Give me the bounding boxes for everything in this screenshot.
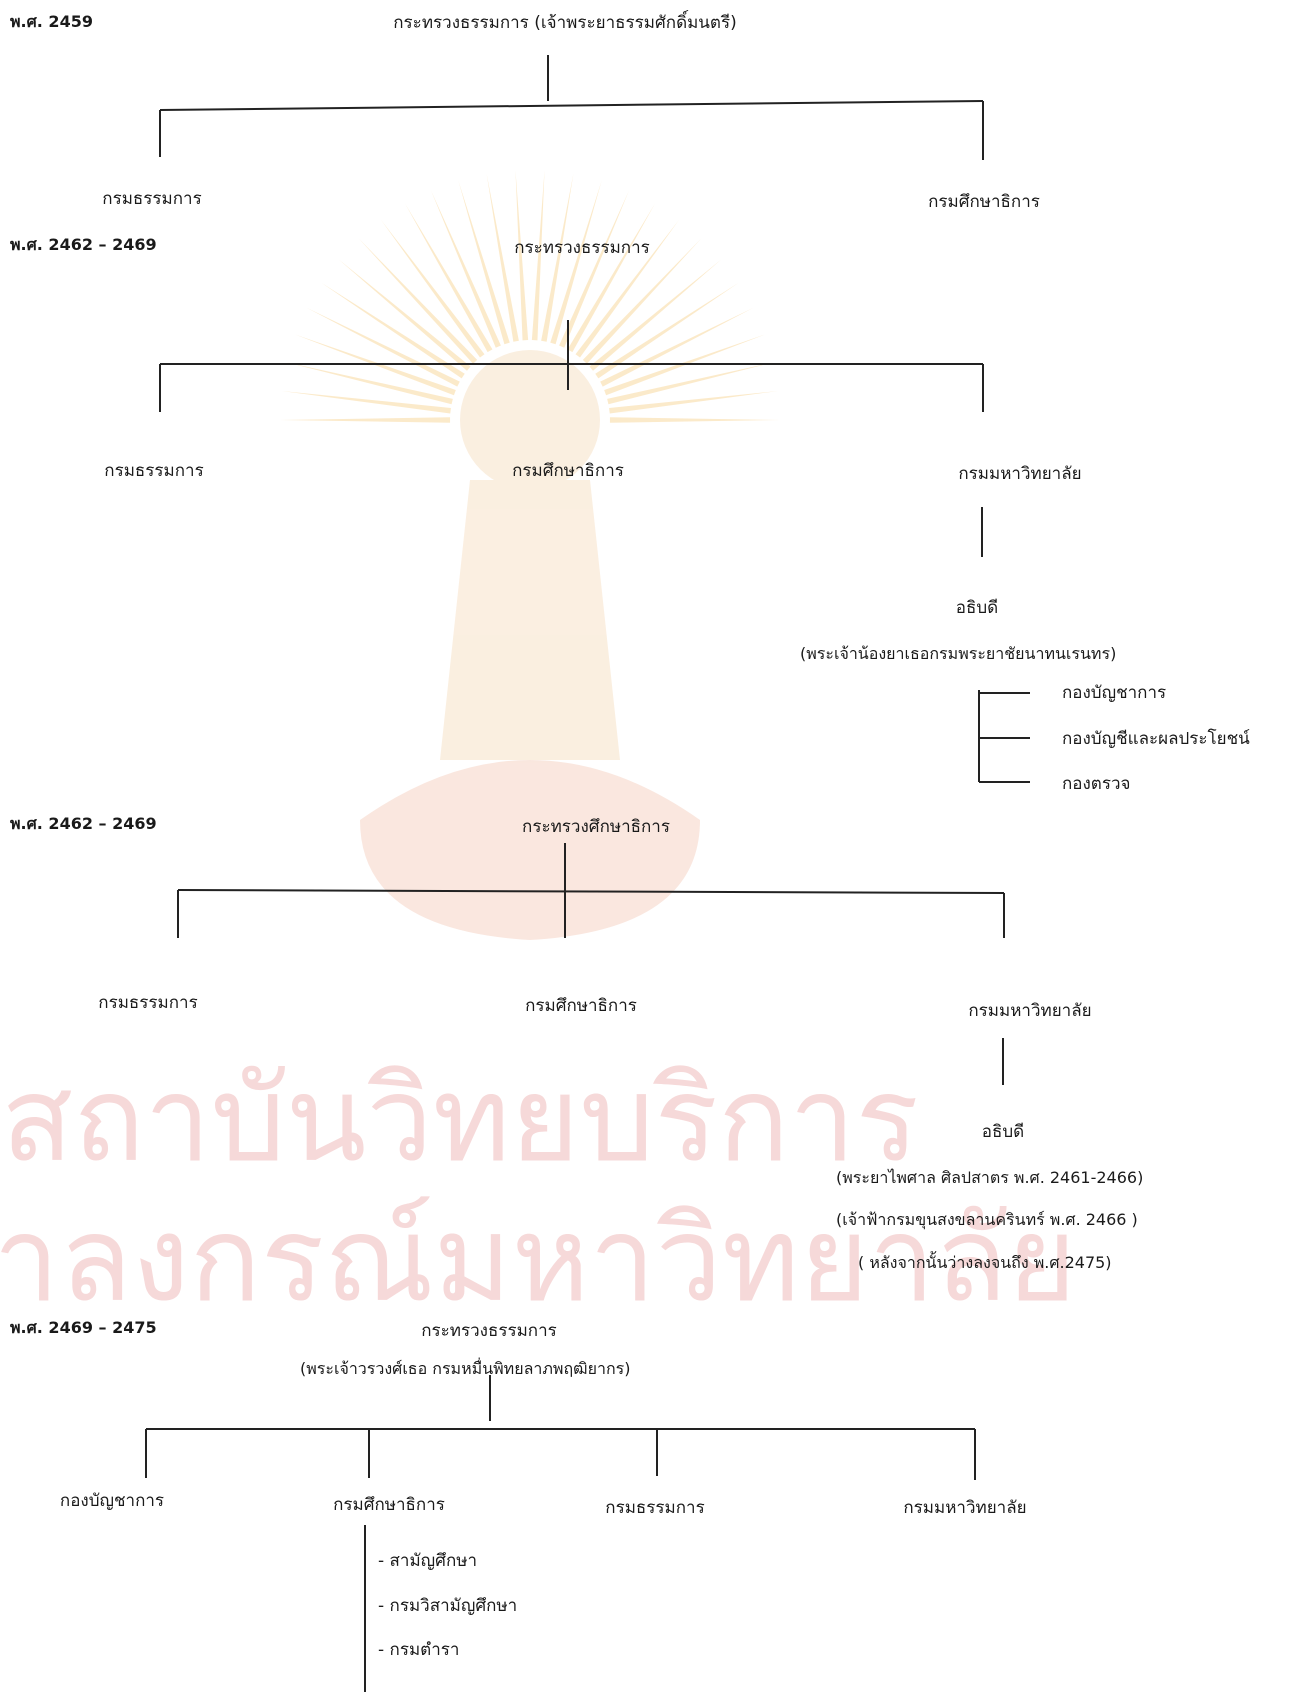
- chart3-year: พ.ศ. 2462 – 2469: [10, 814, 157, 833]
- watermark-line-2: จุฬาลงกรณ์มหาวิทยาลัย: [0, 1190, 1077, 1332]
- emblem-ray: [531, 170, 545, 341]
- chart3-ministry: กระทรวงศึกษาธิการ: [522, 817, 670, 837]
- chart2-sub-2: กองบัญชีและผลประโยชน์: [1062, 729, 1250, 749]
- emblem-ray: [281, 390, 451, 414]
- emblem-ray: [321, 282, 465, 379]
- emblem-ray: [515, 170, 529, 341]
- emblem-ray: [600, 307, 754, 387]
- chart2-sub-1: กองบัญชาการ: [1062, 683, 1167, 703]
- emblem-ray: [595, 282, 739, 379]
- emblem-ray: [559, 190, 630, 348]
- chart2-sub-3: กองตรวจ: [1062, 774, 1131, 794]
- chart3-dept-middle: กรมศึกษาธิการ: [525, 996, 637, 1016]
- emblem-ray: [306, 307, 460, 387]
- emblem-ray: [567, 203, 655, 353]
- university-emblem-watermark: [280, 170, 780, 940]
- emblem-ray: [430, 190, 501, 348]
- chart4-col-4: กรมมหาวิทยาลัย: [903, 1498, 1027, 1518]
- chart3-head-name-1: (พระยาไพศาล ศิลปสาตร พ.ศ. 2461-2466): [836, 1168, 1144, 1187]
- chart3-head-name-3: ( หลังจากนั้นว่างลงจนถึง พ.ศ.2475): [858, 1253, 1112, 1272]
- chart4-sub-2: - กรมวิสามัญศึกษา: [378, 1596, 518, 1616]
- chart4-col-1: กองบัญชาการ: [59, 1491, 165, 1511]
- c3-bar: [177, 889, 1005, 894]
- emblem-ray: [589, 259, 722, 371]
- chart2-head-name: (พระเจ้าน้องยาเธอกรมพระยาชัยนาทนเรนทร): [800, 644, 1117, 663]
- chart2-dept-right: กรมมหาวิทยาลัย: [958, 464, 1082, 484]
- chart3-dept-right: กรมมหาวิทยาลัย: [968, 1001, 1092, 1021]
- c1-bar: [159, 100, 984, 111]
- chart2-dept-left: กรมธรรมการ: [104, 461, 204, 481]
- chart4-ministry-head: (พระเจ้าวรวงศ์เธอ กรมหมื่นพิทยลาภพฤฒิยาก…: [300, 1359, 631, 1378]
- chart3-dept-left: กรมธรรมการ: [98, 993, 198, 1013]
- chart1-ministry: กระทรวงธรรมการ (เจ้าพระยาธรรมศักดิ์มนตรี…: [393, 13, 737, 33]
- chart3-head-name-2: (เจ้าฟ้ากรมขุนสงขลานครินทร์ พ.ศ. 2466 ): [836, 1210, 1138, 1229]
- chart4-ministry: กระทรวงธรรมการ: [421, 1321, 557, 1341]
- chart4-col-2: กรมศึกษาธิการ: [333, 1495, 445, 1515]
- emblem-ray: [486, 173, 519, 342]
- emblem-ray: [338, 259, 471, 371]
- emblem-ray: [380, 219, 485, 358]
- emblem-ray: [609, 390, 779, 414]
- emblem-ray: [458, 180, 510, 345]
- chart4-col-3: กรมธรรมการ: [605, 1498, 705, 1518]
- chart4-sub-1: - สามัญศึกษา: [378, 1551, 477, 1571]
- emblem-ray: [550, 180, 602, 345]
- watermark-line-1: สถาบันวิทยบริการ: [1, 1050, 919, 1188]
- chart1-dept-left: กรมธรรมการ: [102, 189, 202, 209]
- emblem-ray: [286, 362, 453, 405]
- chart3-head-title: อธิบดี: [981, 1122, 1025, 1142]
- chart2-year: พ.ศ. 2462 – 2469: [10, 235, 157, 254]
- emblem-ray: [280, 417, 451, 423]
- chart2-ministry: กระทรวงธรรมการ: [514, 238, 650, 258]
- emblem-ray: [541, 173, 574, 342]
- emblem-ray: [607, 362, 774, 405]
- emblem-ray: [582, 238, 702, 364]
- chart2-dept-middle: กรมศึกษาธิการ: [512, 461, 624, 481]
- emblem-ray: [358, 238, 478, 364]
- emblem-ray: [575, 219, 680, 358]
- chart2-head-title: อธิบดี: [955, 598, 999, 618]
- emblem-ray: [609, 417, 780, 423]
- chart4-sub-3: - กรมตำรา: [378, 1640, 460, 1660]
- chart4-year: พ.ศ. 2469 – 2475: [10, 1318, 157, 1337]
- chart1-year: พ.ศ. 2459: [10, 12, 93, 31]
- emblem-ray: [405, 203, 493, 353]
- chart1-dept-right: กรมศึกษาธิการ: [928, 192, 1040, 212]
